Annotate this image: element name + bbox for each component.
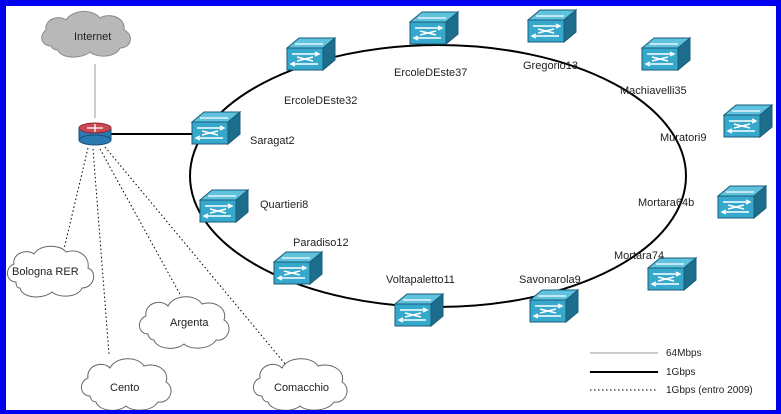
switch-ercoledeste37: ErcoleDEste37 (394, 11, 467, 79)
switch-icon (529, 289, 579, 323)
switch-mortara64b: Mortara64b (638, 185, 767, 219)
network-diagram: Internet Saragat2 ErcoleDEste32 ErcoleDE… (6, 6, 776, 410)
switch-paradiso12: Paradiso12 (273, 237, 349, 285)
cloud-label-bologna-rer: Bologna RER (12, 266, 79, 278)
switch-voltapaletto11: Voltapaletto11 (386, 274, 455, 327)
router-icon (78, 122, 112, 146)
switch-label-saragat2: Saragat2 (250, 135, 295, 147)
cloud-cento: Cento (81, 358, 172, 410)
switch-label-paradiso12: Paradiso12 (293, 237, 349, 249)
switch-label-mortara74: Mortara74 (614, 250, 664, 262)
switch-ercoledeste32: ErcoleDEste32 (284, 37, 357, 107)
switch-icon (191, 111, 241, 145)
switch-label-voltapaletto11: Voltapaletto11 (386, 274, 455, 286)
internet-label: Internet (74, 31, 111, 43)
switch-gregorio13: Gregorio13 (523, 9, 578, 72)
switch-saragat2: Saragat2 (191, 111, 295, 147)
cloud-label-cento: Cento (110, 382, 139, 394)
switch-label-savonarola9: Savonarola9 (519, 274, 581, 286)
switch-machiavelli35: Machiavelli35 (620, 37, 691, 97)
switch-icon (409, 11, 459, 45)
diagram-canvas: Internet Saragat2 ErcoleDEste32 ErcoleDE… (7, 9, 773, 410)
switch-label-machiavelli35: Machiavelli35 (620, 85, 687, 97)
switch-icon (723, 104, 773, 138)
cloud-label-comacchio: Comacchio (274, 382, 329, 394)
legend-label-1gbps: 1Gbps (666, 367, 695, 378)
switch-label-gregorio13: Gregorio13 (523, 60, 578, 72)
cloud-label-argenta: Argenta (170, 317, 209, 329)
switch-savonarola9: Savonarola9 (519, 274, 581, 323)
switch-icon (199, 189, 249, 223)
switch-icon (394, 293, 444, 327)
switch-label-ercoledeste37: ErcoleDEste37 (394, 67, 467, 79)
switch-icon (641, 37, 691, 71)
switch-label-mortara64b: Mortara64b (638, 197, 694, 209)
cloud-bologna-rer: Bologna RER (7, 245, 95, 298)
cloud-comacchio: Comacchio (253, 358, 348, 410)
switch-quartieri8: Quartieri8 (199, 189, 308, 223)
switch-icon (273, 251, 323, 285)
switch-icon (717, 185, 767, 219)
switch-icon (527, 9, 577, 43)
legend-label-64mbps: 64Mbps (666, 348, 702, 359)
dotted-links (63, 146, 292, 372)
internet-cloud: Internet (41, 11, 131, 58)
switch-icon (647, 257, 697, 291)
switch-icon (286, 37, 336, 71)
switch-label-muratori9: Muratori9 (660, 132, 706, 144)
legend: 64Mbps 1Gbps 1Gbps (entro 2009) (590, 348, 753, 396)
switch-label-quartieri8: Quartieri8 (260, 199, 308, 211)
switch-mortara74: Mortara74 (614, 250, 697, 291)
legend-label-1gbps-2009: 1Gbps (entro 2009) (666, 385, 753, 396)
switch-label-ercoledeste32: ErcoleDEste32 (284, 95, 357, 107)
switch-muratori9: Muratori9 (660, 104, 773, 144)
cloud-argenta: Argenta (139, 296, 230, 349)
ring-1gbps-link (189, 44, 687, 308)
